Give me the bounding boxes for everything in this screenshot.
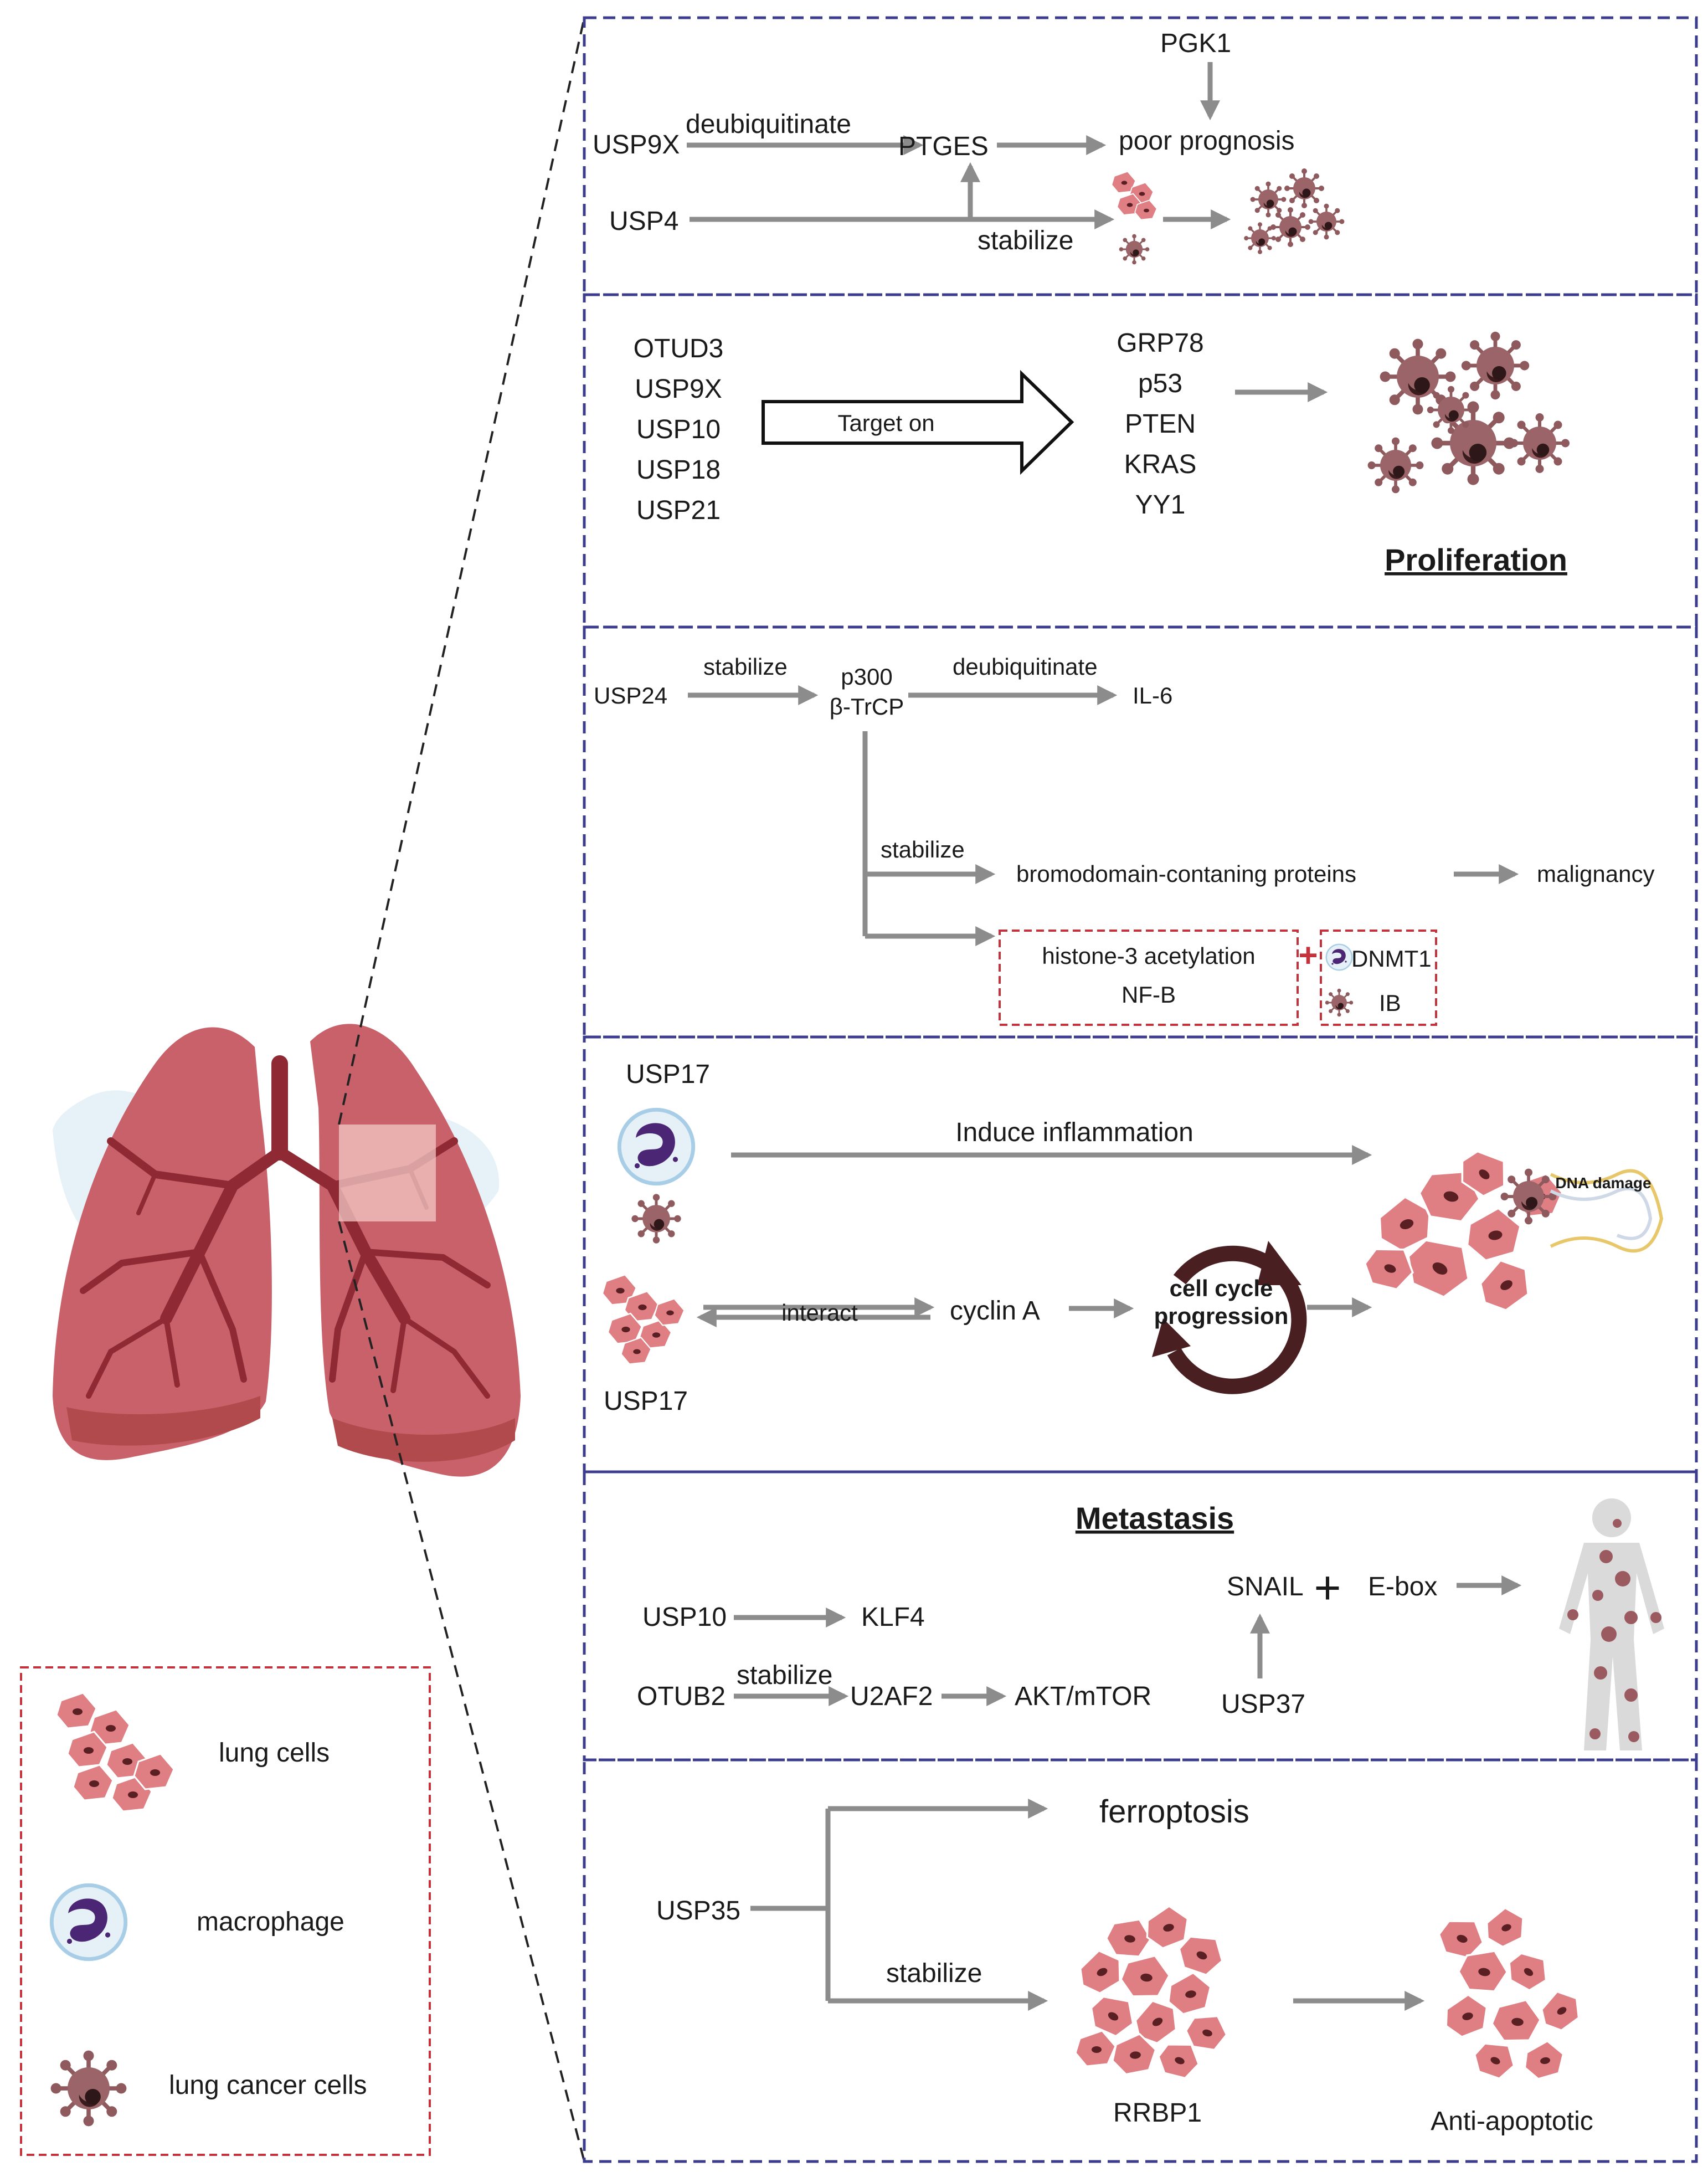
cancer-cell-small-icon xyxy=(1119,234,1150,265)
target-2: PTEN xyxy=(1125,409,1196,439)
panel-usp17: USP17 Induce inflammation DNA damage int… xyxy=(583,1035,1698,1473)
cancer-cluster-icon xyxy=(1244,168,1345,254)
legend-macrophage-label: macrophage xyxy=(197,1907,344,1937)
macrophage-icon xyxy=(52,1885,125,1959)
target-1: p53 xyxy=(1138,369,1182,398)
target-arrow xyxy=(762,369,1074,475)
label-ptges: PTGES xyxy=(898,132,989,161)
panel-usp35: USP35 ferroptosis stabilize RRBP1 Anti-a… xyxy=(583,1758,1698,2163)
label-rrbp1: RRBP1 xyxy=(1113,2098,1202,2128)
panel-metastasis: Metastasis USP10 KLF4 OTUB2 stabilize U2… xyxy=(583,1470,1698,1762)
macrophage-small-icon xyxy=(1325,943,1353,971)
panel-4-box xyxy=(583,1035,1698,1473)
label-malignancy: malignancy xyxy=(1537,861,1654,887)
label-induce-inflammation: Induce inflammation xyxy=(955,1118,1193,1147)
label-usp4: USP4 xyxy=(609,207,678,236)
label-usp37: USP37 xyxy=(1221,1690,1305,1719)
label-dnmt1: DNMT1 xyxy=(1351,946,1432,972)
rrbp1-cell-cluster-icon xyxy=(1071,1901,1232,2084)
label-poor-prognosis: poor prognosis xyxy=(1119,126,1295,156)
dub-0: OTUD3 xyxy=(634,334,724,363)
dnmt1-box xyxy=(1320,930,1437,1026)
lung-illustration xyxy=(53,17,585,2162)
red-plus: + xyxy=(1298,937,1318,974)
label-cyclin-a: cyclin A xyxy=(950,1296,1040,1326)
label-bromodomain: bromodomain-contaning proteins xyxy=(1016,861,1356,887)
label-nfb: NF-B xyxy=(1121,982,1176,1008)
label-deubiquitinate: deubiquitinate xyxy=(686,110,851,139)
label-cell-cycle-2: progression xyxy=(1154,1303,1289,1329)
label-klf4: KLF4 xyxy=(861,1603,925,1632)
label-dna-damage: DNA damage xyxy=(1555,1174,1651,1192)
label-cell-cycle-1: cell cycle xyxy=(1170,1275,1273,1301)
dub-4: USP21 xyxy=(636,496,721,525)
label-usp24: USP24 xyxy=(594,682,667,708)
legend-lung-cells-label: lung cells xyxy=(219,1738,330,1768)
target-3: KRAS xyxy=(1124,450,1197,479)
label-stabilize-5: stabilize xyxy=(737,1661,832,1690)
label-stabilize-1: stabilize xyxy=(703,654,788,680)
label-stabilize-6: stabilize xyxy=(886,1959,982,1988)
histone-box xyxy=(999,930,1299,1026)
legend: lung cells macrophage lung cancer cells xyxy=(20,1666,431,2156)
label-usp35: USP35 xyxy=(656,1896,740,1926)
label-otub2: OTUB2 xyxy=(637,1682,726,1711)
cancer-cell-panel4-icon xyxy=(631,1194,681,1244)
dub-3: USP18 xyxy=(636,455,721,485)
panel-6-box xyxy=(583,1758,1698,2163)
label-btrcp: β-TrCP xyxy=(830,694,904,720)
label-il6: IL-6 xyxy=(1133,682,1172,708)
metastasis-heading: Metastasis xyxy=(1076,1501,1234,1536)
label-ferroptosis: ferroptosis xyxy=(1099,1794,1249,1830)
lung-cells-panel4-icon xyxy=(601,1274,685,1365)
dub-2: USP10 xyxy=(636,415,721,444)
label-usp17-bottom: USP17 xyxy=(604,1387,688,1416)
label-u2af2: U2AF2 xyxy=(850,1682,933,1711)
lung-cells-small-icon xyxy=(1111,171,1157,220)
label-usp9x: USP9X xyxy=(593,130,680,160)
label-akt-mtor: AKT/mTOR xyxy=(1015,1682,1151,1711)
label-stabilize-2: stabilize xyxy=(881,836,965,862)
legend-lung-cancer-label: lung cancer cells xyxy=(169,2071,367,2100)
target-0: GRP78 xyxy=(1117,328,1203,358)
label-anti-apoptotic: Anti-apoptotic xyxy=(1431,2107,1593,2136)
lung-cancer-cell-icon xyxy=(50,2050,127,2127)
dub-1: USP9X xyxy=(635,374,722,404)
panel-proliferation: OTUD3 USP9X USP10 USP18 USP21 Target on … xyxy=(583,293,1698,629)
zoom-region xyxy=(339,1125,436,1221)
panel-5-box xyxy=(583,1470,1698,1762)
label-p300: p300 xyxy=(841,664,892,690)
lung-cells-icon xyxy=(55,1692,175,1813)
label-ib: IB xyxy=(1379,990,1401,1016)
dna-damage-cells-icon xyxy=(1359,1139,1664,1319)
macrophage-panel4-icon xyxy=(619,1110,693,1183)
cell-cycle-icon xyxy=(1152,1241,1307,1394)
black-plus: + xyxy=(1314,1562,1341,1614)
legend-box xyxy=(20,1666,431,2156)
label-usp17-top: USP17 xyxy=(626,1060,710,1089)
panel-ptges: USP9X deubiquitinate PTGES PGK1 poor pro… xyxy=(583,16,1698,296)
label-snail: SNAIL xyxy=(1227,1572,1304,1601)
label-target-on: Target on xyxy=(837,410,934,436)
target-4: YY1 xyxy=(1135,490,1186,520)
proliferation-heading: Proliferation xyxy=(1385,542,1567,577)
label-deubiquitinate-2: deubiquitinate xyxy=(953,654,1098,680)
label-e-box: E-box xyxy=(1368,1572,1437,1601)
label-histone: histone-3 acetylation xyxy=(1042,943,1255,969)
panel-usp24: USP24 stabilize p300 β-TrCP deubiquitina… xyxy=(583,625,1698,1039)
label-pgk1: PGK1 xyxy=(1160,29,1231,58)
human-body-icon xyxy=(1559,1498,1664,1750)
zoom-line-top xyxy=(338,17,585,1125)
cancer-cell-tiny-icon xyxy=(1325,988,1354,1017)
zoom-line-bottom xyxy=(338,1221,585,2162)
proliferation-cluster-icon xyxy=(1367,331,1570,494)
anti-apoptotic-cells-icon xyxy=(1433,1902,1587,2085)
label-interact: interact xyxy=(781,1300,858,1326)
label-usp10: USP10 xyxy=(642,1603,727,1632)
label-stabilize: stabilize xyxy=(978,226,1073,255)
